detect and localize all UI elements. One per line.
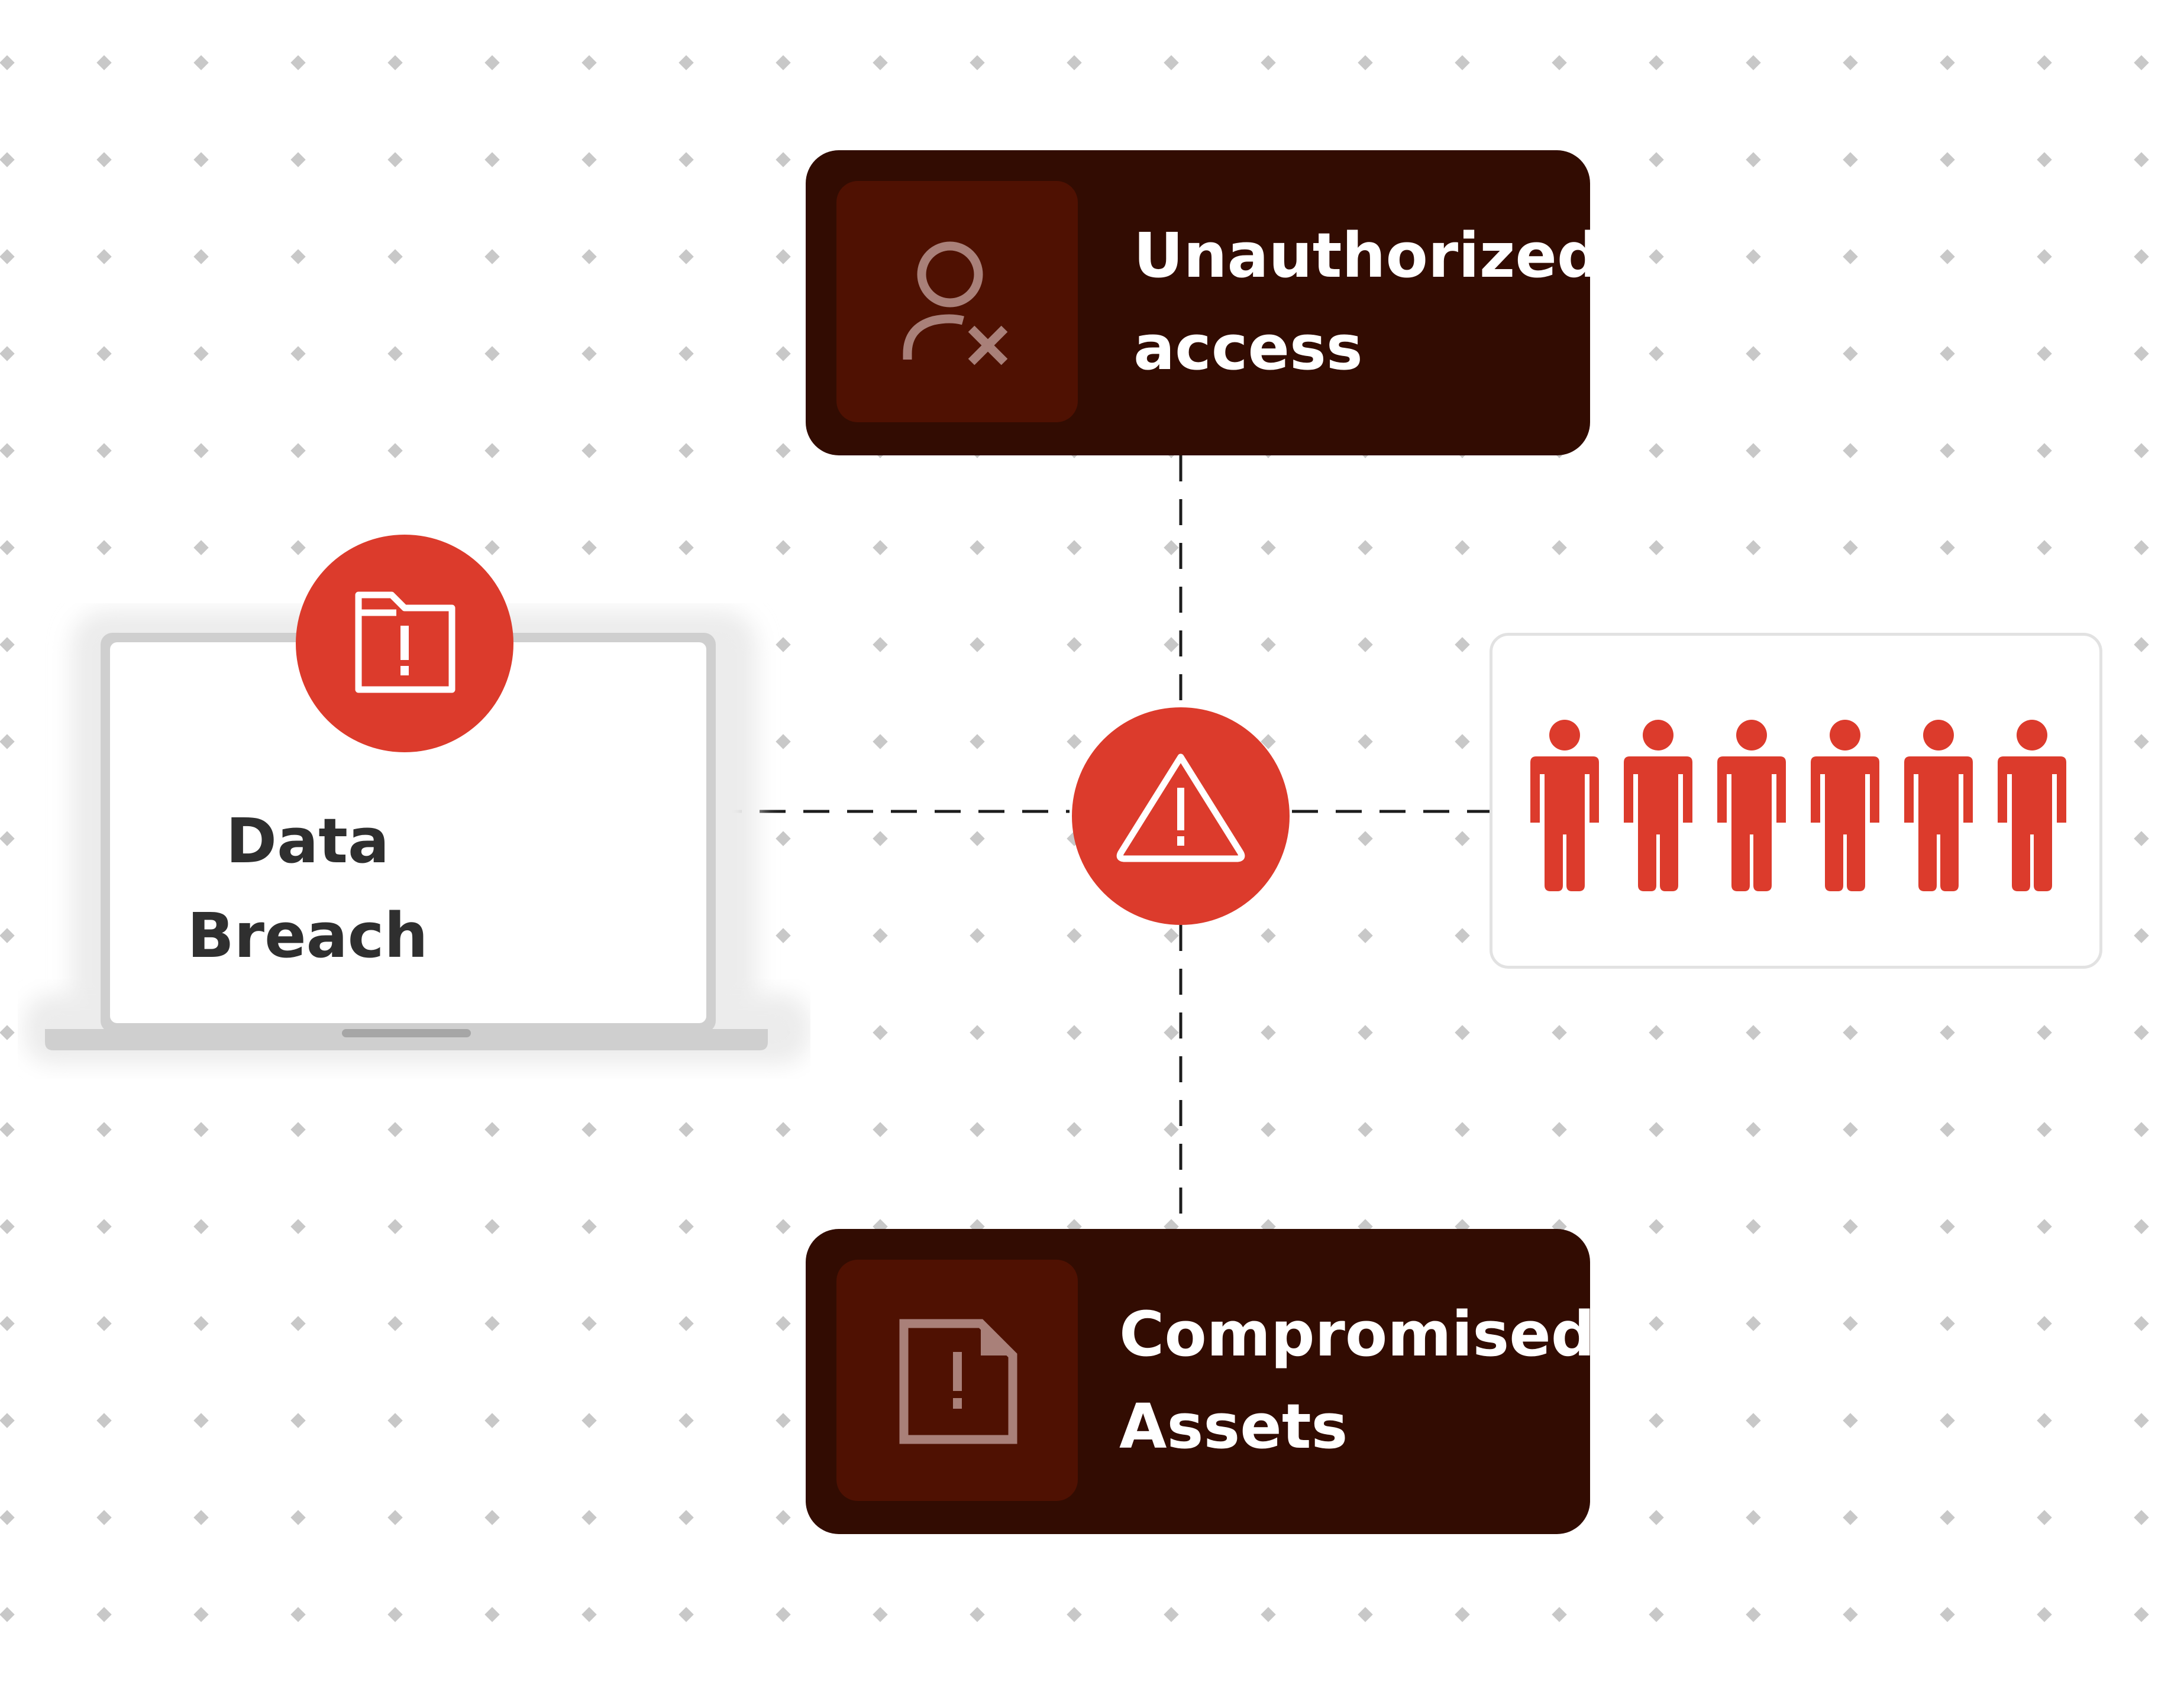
affected-people-card — [1490, 633, 2102, 969]
person-icon — [1530, 720, 1599, 891]
person-icon — [1904, 720, 1973, 891]
compromised-assets-card: Compromised Assets — [806, 1229, 1595, 1534]
person-icon — [1624, 720, 1692, 891]
laptop-icon — [24, 610, 810, 1065]
data-breach-badge — [296, 535, 513, 752]
data-breach-title: Data Breach — [124, 794, 491, 983]
compromised-assets-title-line1: Compromised — [1119, 1298, 1595, 1370]
data-breach-title-line1: Data — [225, 805, 390, 877]
unauthorized-icon-box — [836, 181, 1078, 422]
data-breach-title-line2: Breach — [187, 900, 428, 972]
user-x-icon — [903, 241, 1008, 365]
compromised-assets-title-line2: Assets — [1119, 1390, 1348, 1463]
folder-alert-icon — [355, 591, 455, 693]
person-icon — [1717, 720, 1786, 891]
unauthorized-access-title-line1: Unauthorized — [1133, 219, 1601, 292]
center-warning-badge — [1072, 707, 1290, 925]
file-alert-icon — [899, 1319, 1017, 1444]
unauthorized-access-card: Unauthorized access — [806, 150, 1601, 455]
person-icon — [1998, 720, 2066, 891]
person-icon — [1811, 720, 1879, 891]
people-group — [1530, 720, 2066, 891]
compromised-assets-title: Compromised Assets — [1119, 1288, 1595, 1473]
unauthorized-access-title: Unauthorized access — [1133, 209, 1601, 394]
compromised-icon-box — [836, 1260, 1078, 1501]
warning-triangle-icon — [1116, 753, 1245, 862]
data-breach-laptop: Data Breach — [18, 603, 810, 1100]
unauthorized-access-title-line2: access — [1133, 312, 1363, 384]
